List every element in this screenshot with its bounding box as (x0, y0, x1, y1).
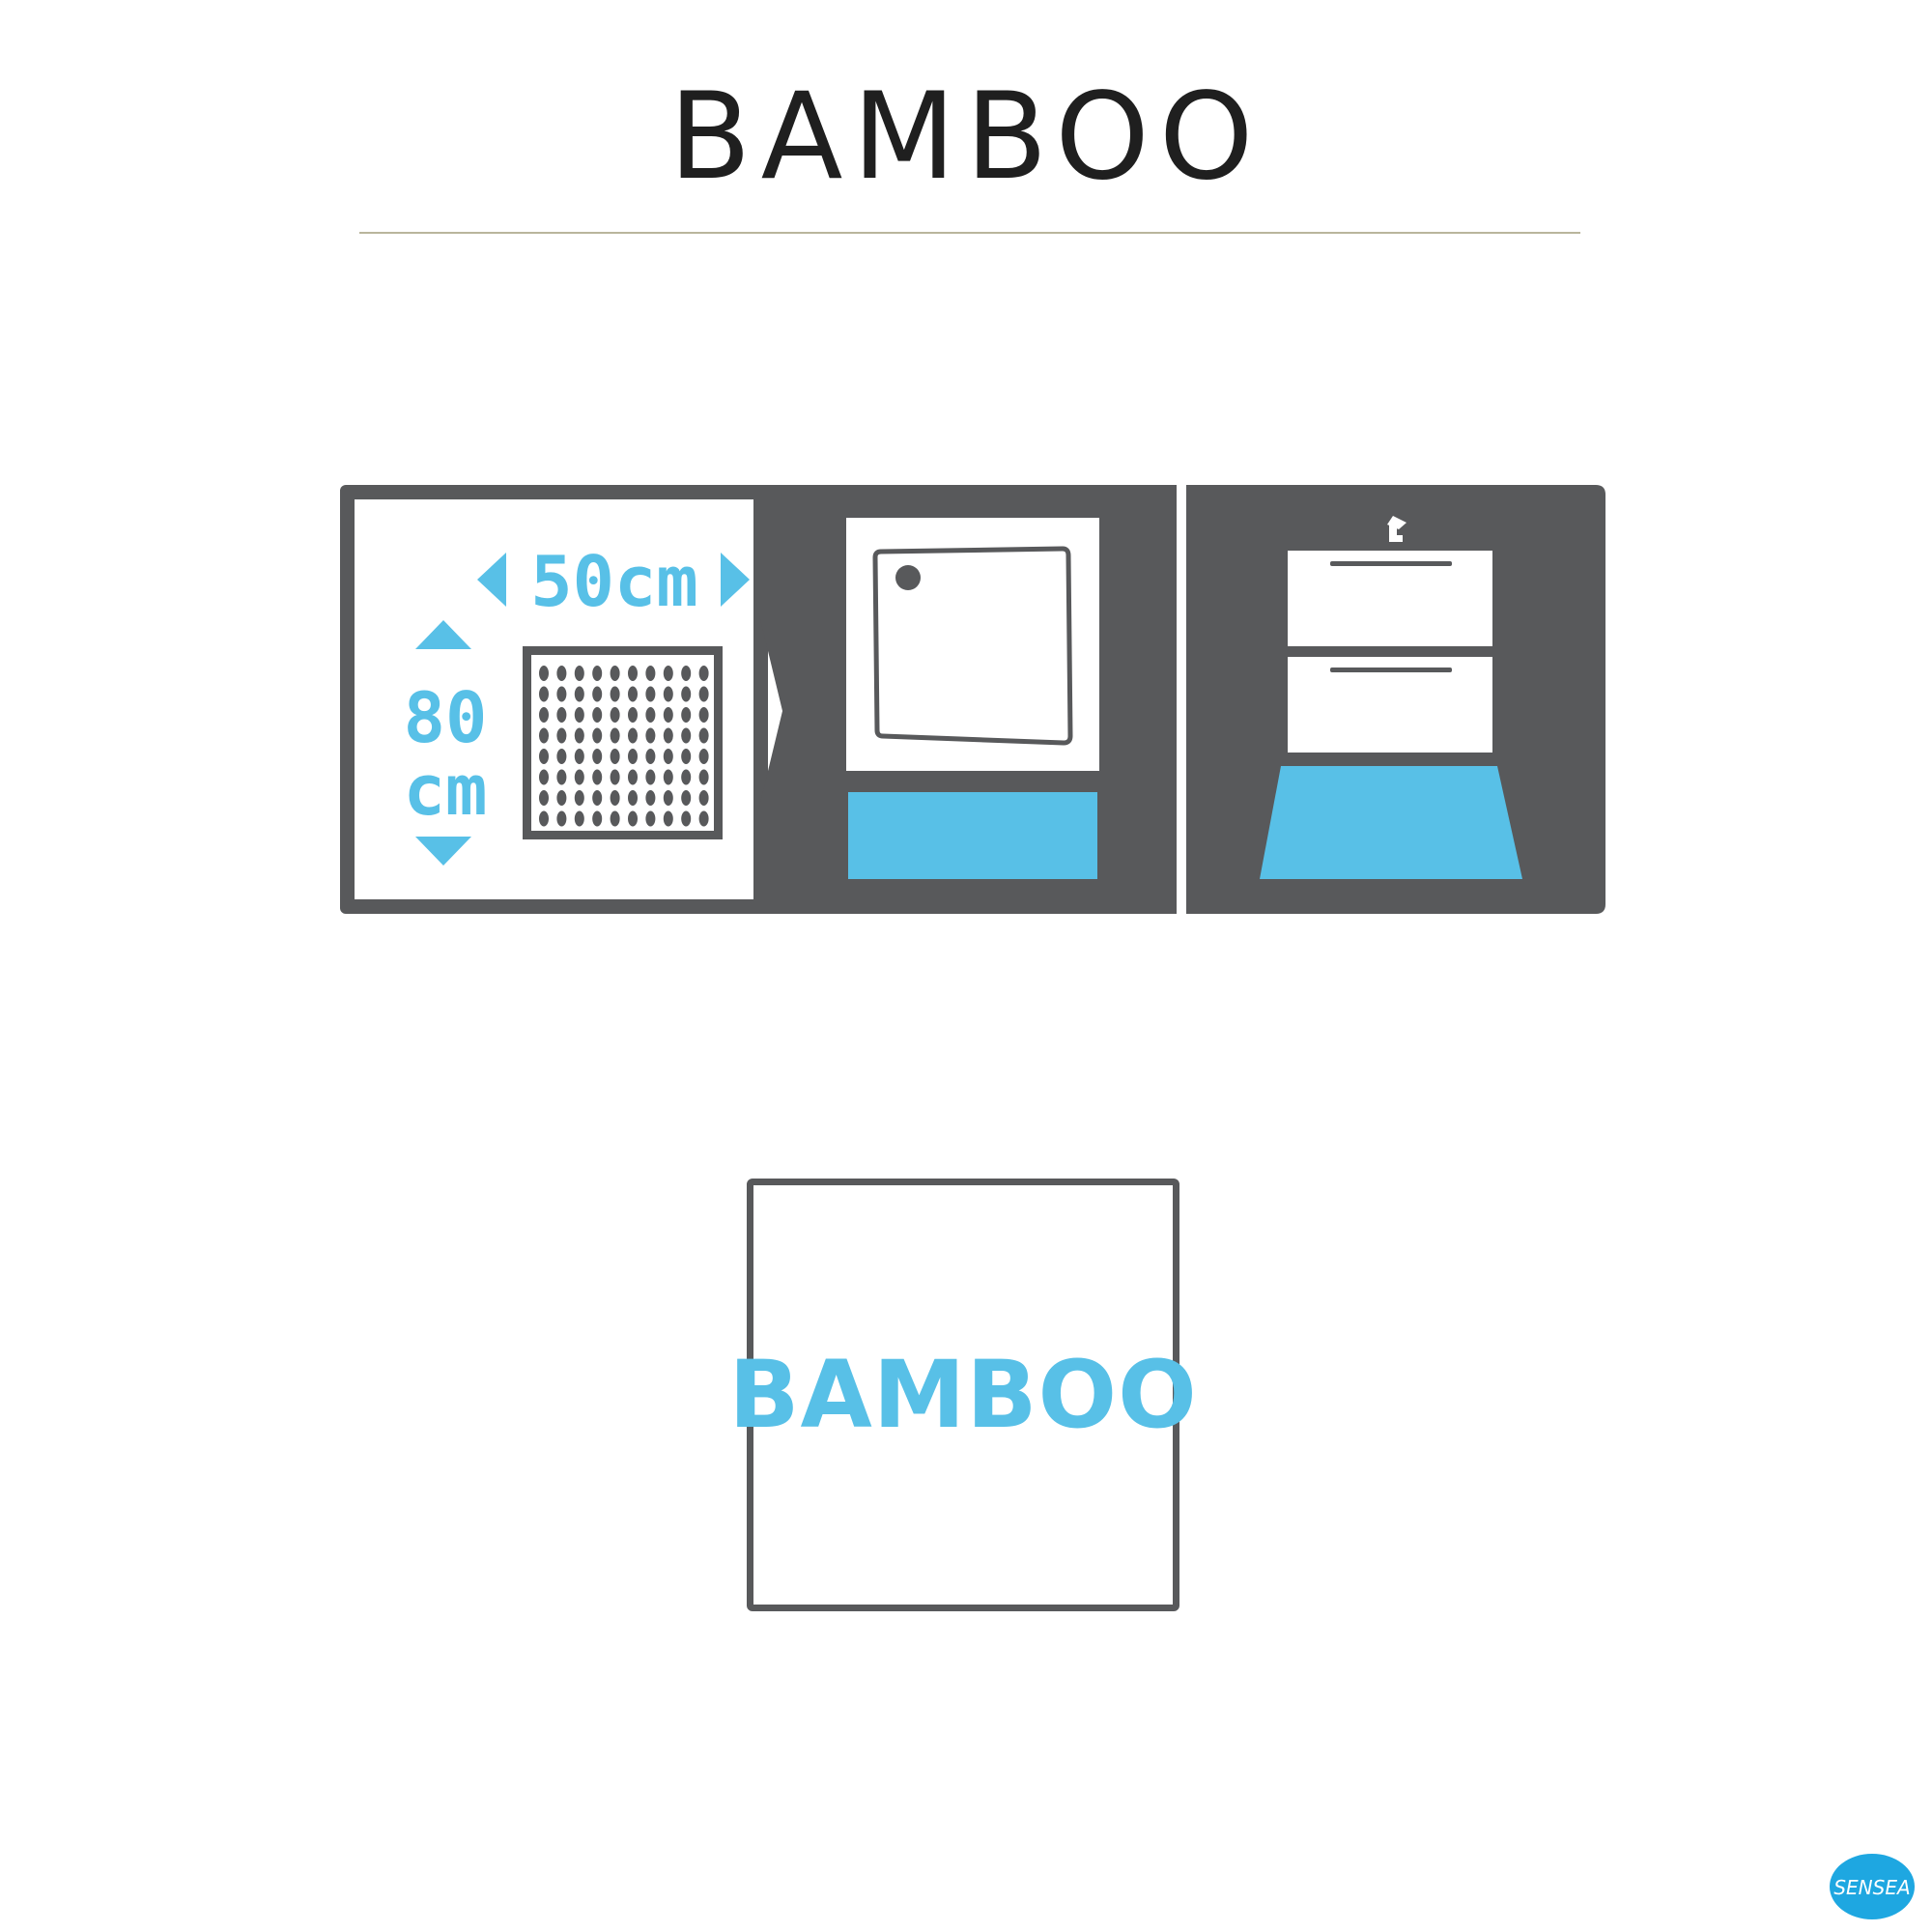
height-unit: cm (404, 750, 488, 831)
mat-dot (645, 790, 656, 806)
mat-dot (610, 666, 620, 681)
mat-dot (681, 749, 692, 764)
mat-dot (681, 790, 692, 806)
mat-dot (645, 810, 656, 827)
mat-dot (628, 707, 638, 723)
mat-dot (539, 686, 549, 702)
mat-dot (556, 749, 567, 764)
mat-dot (610, 749, 620, 764)
mat-dot (645, 686, 656, 702)
mat-dot (698, 707, 709, 723)
mat-dot (592, 769, 603, 785)
mat-dot (628, 810, 638, 827)
mat-dot (574, 769, 584, 785)
mat-dot (539, 749, 549, 764)
mat-dot (592, 749, 603, 764)
mat-dot (698, 769, 709, 785)
mat-dot (628, 790, 638, 806)
mat-dot (574, 727, 584, 744)
page-title: BAMBOO (668, 68, 1264, 207)
mat-dot (628, 666, 638, 681)
mat-dot (663, 686, 673, 702)
mat-dot (681, 707, 692, 723)
mat-dot (663, 666, 673, 681)
mat-dot (592, 686, 603, 702)
mat-dot (698, 686, 709, 702)
mat-dot (539, 769, 549, 785)
mat-dot (681, 810, 692, 827)
bathroom-cabinet-icon (1260, 542, 1522, 879)
mat-dot (663, 790, 673, 806)
mat-dot (539, 790, 549, 806)
mat-dot (628, 686, 638, 702)
mat-dot (574, 666, 584, 681)
mat-dot (610, 686, 620, 702)
mat-dot (574, 686, 584, 702)
mat-dot (698, 749, 709, 764)
mat-dot (610, 790, 620, 806)
mat-dot (574, 810, 584, 827)
mat-dot (556, 769, 567, 785)
mat-dot (539, 666, 549, 681)
sensea-logo-icon: SENSEA (1830, 1854, 1915, 1919)
mat-dot (663, 749, 673, 764)
product-preview-label: BAMBOO (728, 1341, 1198, 1449)
mat-dot (539, 707, 549, 723)
arrow-left-icon (477, 553, 506, 607)
width-label: 50cm (530, 541, 697, 622)
mat-dot (681, 666, 692, 681)
mat-dot (698, 810, 709, 827)
arrow-right-icon (721, 553, 750, 607)
mat-dot (698, 727, 709, 744)
height-value: 80 (404, 677, 488, 758)
mat-dot (556, 666, 567, 681)
mat-dot (663, 769, 673, 785)
mat-dot (681, 686, 692, 702)
faucet-icon (1387, 516, 1406, 542)
mat-dot (592, 810, 603, 827)
arrow-down-icon (415, 837, 471, 866)
mat-dot (610, 810, 620, 827)
mat-dot (610, 727, 620, 744)
shower-tray-icon (846, 518, 1099, 879)
mat-dot (592, 707, 603, 723)
mat-dot (628, 749, 638, 764)
mat-dot (556, 727, 567, 744)
mat-dot (628, 769, 638, 785)
logo-text: SENSEA (1833, 1876, 1910, 1899)
mat-dot (645, 727, 656, 744)
mat-dot (556, 686, 567, 702)
mat-dot (610, 769, 620, 785)
mat-dot (645, 666, 656, 681)
mat-dot (610, 707, 620, 723)
mat-dot (645, 707, 656, 723)
mat-dot (628, 727, 638, 744)
mat-dot (556, 790, 567, 806)
arrow-up-icon (415, 620, 471, 649)
mat-dot (698, 666, 709, 681)
mat-dot (592, 727, 603, 744)
mat-dot (681, 769, 692, 785)
mat-dot (574, 790, 584, 806)
mat-dot (592, 790, 603, 806)
product-preview-frame: BAMBOO (728, 1179, 1198, 1611)
mat-dot (574, 749, 584, 764)
mat-dot (698, 790, 709, 806)
mat-dot (663, 727, 673, 744)
mat-dot (645, 749, 656, 764)
mat-dot (556, 707, 567, 723)
mat-pattern-icon (523, 646, 723, 839)
mat-dot (681, 727, 692, 744)
mat-dot (574, 707, 584, 723)
mat-dot (663, 707, 673, 723)
mat-dot (645, 769, 656, 785)
mat-dot (539, 810, 549, 827)
mat-dot (592, 666, 603, 681)
mat-dot (556, 810, 567, 827)
mat-dot (663, 810, 673, 827)
title-divider (359, 232, 1580, 234)
mat-dot (539, 727, 549, 744)
